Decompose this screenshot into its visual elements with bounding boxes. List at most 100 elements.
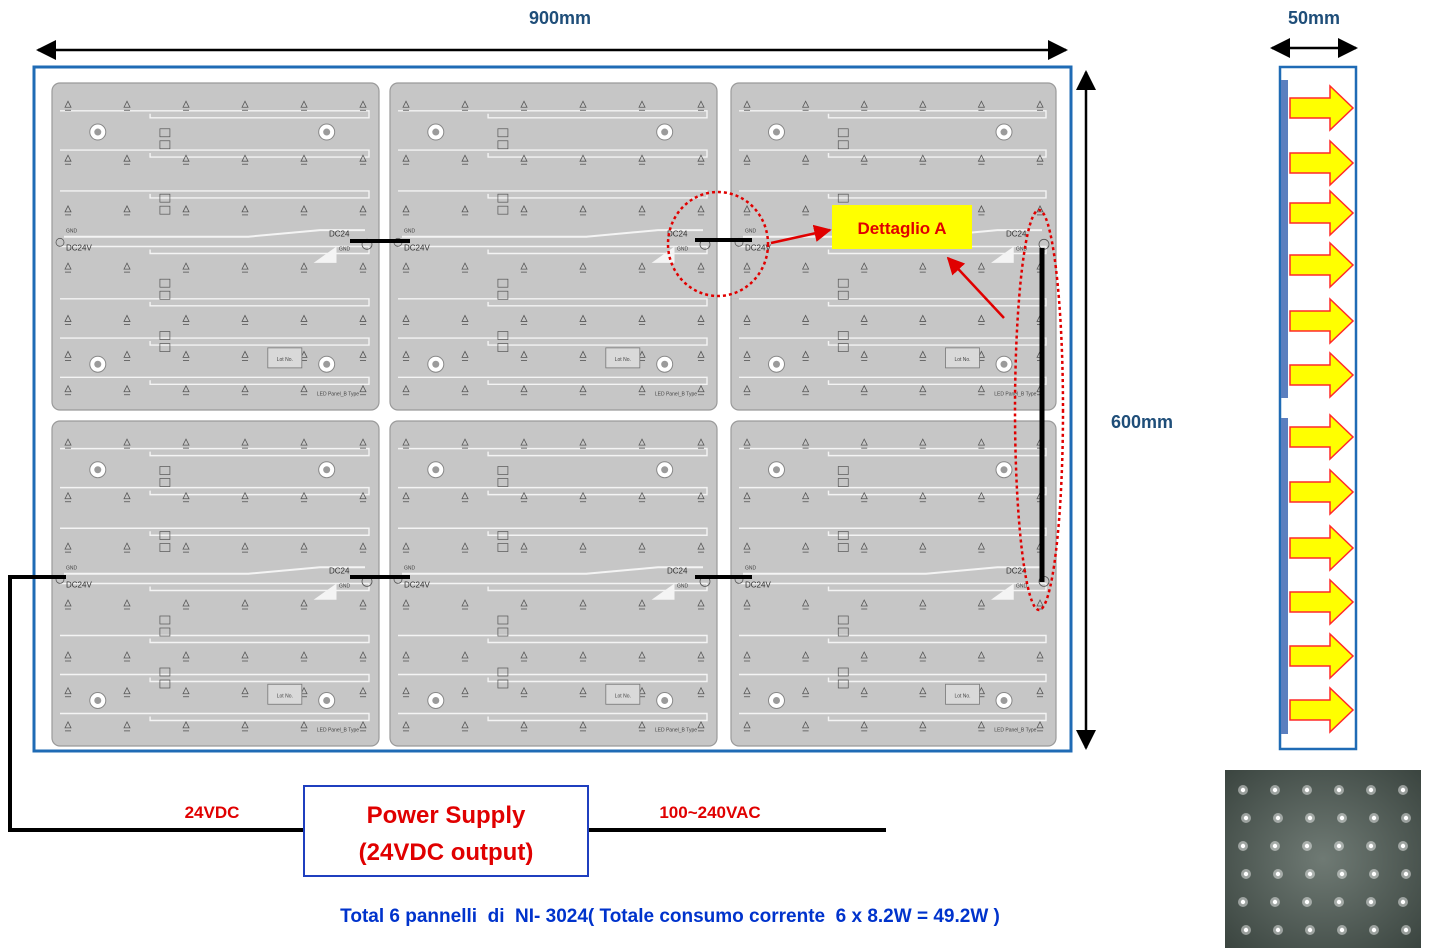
led-mark (860, 262, 868, 270)
led-mark (1036, 651, 1044, 659)
led-mark (123, 205, 131, 213)
side-frame (1278, 65, 1358, 751)
led-mark (743, 314, 751, 322)
photo-led (1307, 871, 1313, 877)
led-mark (300, 100, 308, 108)
led-mark (977, 350, 986, 358)
led-mark (977, 438, 986, 446)
photo-led (1272, 843, 1278, 849)
photo-led (1243, 927, 1249, 933)
photo-led (1243, 871, 1249, 877)
led-mark (638, 350, 646, 358)
led-mark (241, 651, 249, 659)
led-mark (300, 599, 308, 607)
led-mark (64, 542, 72, 550)
led-mark (801, 491, 810, 500)
led-mark (461, 384, 469, 393)
lot-label: Lot No. (954, 693, 970, 699)
led-mark (64, 720, 72, 729)
led-mark (919, 686, 927, 695)
ac-label: 100~240VAC (659, 803, 760, 822)
gnd-label-left: GND (745, 565, 757, 571)
led-mark (300, 314, 308, 322)
led-mark (697, 651, 705, 659)
led-mark (860, 314, 868, 322)
gnd-label-right: GND (677, 583, 689, 589)
led-mark (919, 491, 927, 500)
led-mark (64, 651, 72, 659)
led-mark (359, 651, 367, 659)
led-mark (801, 154, 810, 162)
led-mark (801, 542, 810, 550)
led-mark (579, 205, 587, 213)
led-mark (919, 720, 927, 729)
dc-label: 24VDC (185, 803, 240, 822)
dc-label-left: DC24V (745, 580, 771, 589)
lot-label: Lot No. (615, 357, 631, 363)
light-arrow (1289, 241, 1355, 289)
led-mark (359, 205, 367, 213)
led-mark (402, 491, 410, 500)
led-mark (977, 384, 986, 393)
led-mark (359, 154, 367, 162)
led-mark (743, 720, 751, 729)
led-mark (461, 205, 469, 213)
led-mark (579, 720, 587, 729)
led-mark (638, 720, 646, 729)
led-mark (359, 720, 367, 729)
photo-led (1400, 899, 1406, 905)
led-mark (743, 100, 751, 108)
led-mark (300, 491, 308, 500)
depth-label: 50mm (1288, 8, 1340, 28)
led-mark (123, 720, 131, 729)
led-mark (241, 491, 249, 500)
photo-led (1275, 815, 1281, 821)
led-mark (579, 686, 587, 695)
led-mark (743, 599, 751, 607)
led-mark (579, 262, 587, 270)
led-mark (182, 384, 190, 393)
led-mark (743, 651, 751, 659)
led-mark (520, 262, 528, 270)
led-mark (123, 154, 131, 162)
led-mark (402, 262, 410, 270)
led-mark (359, 262, 367, 270)
led-mark (520, 100, 528, 108)
photo-led (1304, 787, 1310, 793)
led-mark (402, 384, 410, 393)
width-label: 900mm (529, 8, 591, 28)
led-mark (743, 205, 751, 213)
dc-label-right: DC24 (667, 566, 688, 575)
led-mark (123, 651, 131, 659)
photo-led (1243, 815, 1249, 821)
led-mark (860, 720, 868, 729)
led-mark (123, 262, 131, 270)
led-mark (579, 100, 587, 108)
led-mark (300, 720, 308, 729)
photo-led (1336, 899, 1342, 905)
led-mark (402, 651, 410, 659)
led-mark (241, 542, 249, 550)
photo-led (1400, 843, 1406, 849)
light-arrow (1289, 686, 1355, 734)
photo-led (1307, 927, 1313, 933)
lot-label: Lot No. (277, 357, 293, 363)
led-mark (801, 438, 810, 446)
led-mark (697, 262, 705, 270)
led-mark (300, 350, 308, 358)
led-mark (860, 686, 868, 695)
led-mark (300, 154, 308, 162)
led-mark (182, 314, 190, 322)
led-mark (123, 350, 131, 358)
led-mark (300, 686, 308, 695)
led-mark (402, 686, 410, 695)
led-mark (241, 350, 249, 358)
led-mark (860, 542, 868, 550)
led-mark (461, 438, 469, 446)
photo-led (1403, 815, 1409, 821)
photo-led (1336, 787, 1342, 793)
led-mark (638, 438, 646, 446)
photo-led (1304, 899, 1310, 905)
